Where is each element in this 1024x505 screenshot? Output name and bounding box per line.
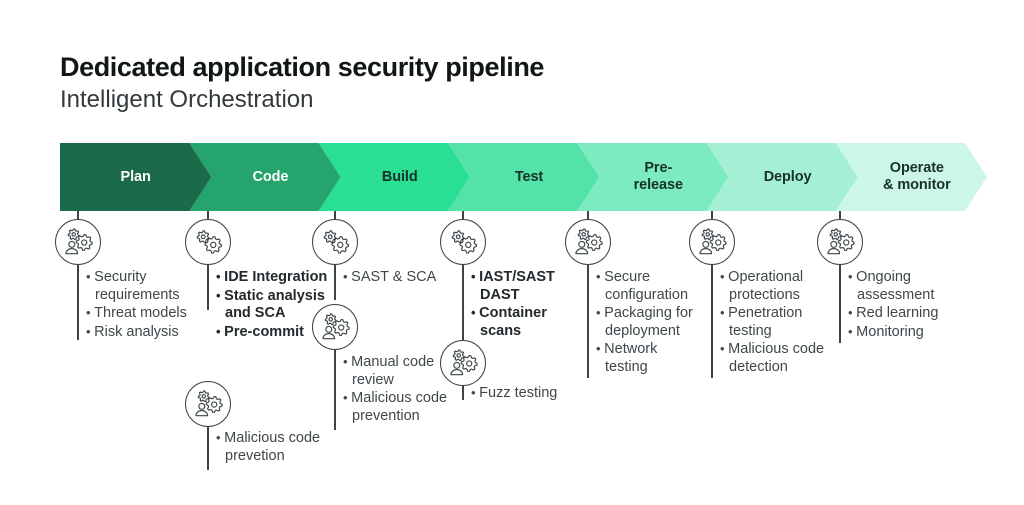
person-gears-icon[interactable] [440,340,486,386]
connector-line [207,209,209,219]
list-item: SAST & SCA [343,268,436,287]
pipeline-stage-label: Deploy [763,168,812,185]
list-item: Operational protections [720,268,824,304]
pipeline-stage-build[interactable]: Build [318,143,470,211]
connector-line [334,264,336,300]
gears-icon[interactable] [185,219,231,265]
pipeline-stage-label: Operate & monitor [883,160,951,193]
bullet-list-plan-1: Security requirementsThreat modelsRisk a… [86,268,187,341]
person-gears-icon[interactable] [185,381,231,427]
list-item: Security requirements [86,268,187,304]
connector-line [462,385,464,400]
list-item: Fuzz testing [471,384,557,403]
pipeline-stage-label: Pre- release [633,160,683,193]
list-item: IDE Integration [216,268,327,287]
connector-line [77,209,79,219]
pipeline-stage-plan[interactable]: Plan [60,143,212,211]
pipeline-stage-label: Code [252,168,289,185]
person-gears-icon[interactable] [817,219,863,265]
pipeline-stage-pre-release[interactable]: Pre- release [577,143,729,211]
page-subtitle: Intelligent Orchestration [60,86,314,114]
bullet-list-code-2: Malicious code prevetion [216,429,320,465]
list-item: Malicious code detection [720,340,824,376]
list-item: Static analysis and SCA [216,287,327,323]
list-item: Penetration testing [720,304,824,340]
pipeline-stage-deploy[interactable]: Deploy [706,143,858,211]
pipeline-stage-label: Test [514,168,544,185]
list-item: Packaging for deployment [596,304,693,340]
pipeline-stage-operate-monitor[interactable]: Operate & monitor [835,143,987,211]
header-block: Dedicated application security pipeline … [60,52,544,115]
list-item: Pre-commit [216,323,327,342]
person-gears-icon[interactable] [565,219,611,265]
bullet-list-test-1: IAST/SAST DASTContainer scans [471,268,555,340]
connector-line [711,264,713,378]
connector-line [334,349,336,430]
connector-line [587,264,589,378]
list-item: IAST/SAST DAST [471,268,555,304]
pipeline-stage-label: Plan [120,168,151,185]
bullet-list-build-2: Manual code reviewMalicious code prevent… [343,353,447,425]
list-item: Red learning [848,304,938,323]
connector-line [207,426,209,470]
list-item: Threat models [86,304,187,323]
bullet-list-code-1: IDE IntegrationStatic analysis and SCAPr… [216,268,327,341]
list-item: Container scans [471,304,555,340]
pipeline-band: Plan Code Build Test Pre- release Deploy Opera… [60,143,987,211]
connector-line [462,209,464,219]
connector-line [77,264,79,340]
person-gears-icon[interactable] [312,304,358,350]
connector-line [839,264,841,343]
bullet-list-build-1: SAST & SCA [343,268,436,287]
list-item: Risk analysis [86,323,187,342]
list-item: Monitoring [848,323,938,342]
pipeline-stage-code[interactable]: Code [189,143,341,211]
bullet-list-test-2: Fuzz testing [471,384,557,403]
connector-line [462,264,464,340]
connector-line [587,209,589,219]
pipeline-stage-label: Build [381,168,418,185]
connector-line [334,209,336,219]
gears-icon[interactable] [312,219,358,265]
connector-line [711,209,713,219]
gears-icon[interactable] [440,219,486,265]
list-item: Ongoing assessment [848,268,938,304]
list-item: Manual code review [343,353,447,389]
person-gears-icon[interactable] [689,219,735,265]
bullet-list-pre-release-1: Secure configurationPackaging for deploy… [596,268,693,377]
person-gears-icon[interactable] [55,219,101,265]
list-item: Malicious code prevetion [216,429,320,465]
list-item: Network testing [596,340,693,376]
pipeline-stage-test[interactable]: Test [447,143,600,211]
list-item: Malicious code prevention [343,389,447,425]
bullet-list-deploy-1: Operational protectionsPenetration testi… [720,268,824,377]
list-item: Secure configuration [596,268,693,304]
connector-line [207,264,209,310]
bullet-list-operate-monitor-1: Ongoing assessmentRed learningMonitoring [848,268,938,341]
page-title: Dedicated application security pipeline [60,52,545,82]
connector-line [839,209,841,219]
